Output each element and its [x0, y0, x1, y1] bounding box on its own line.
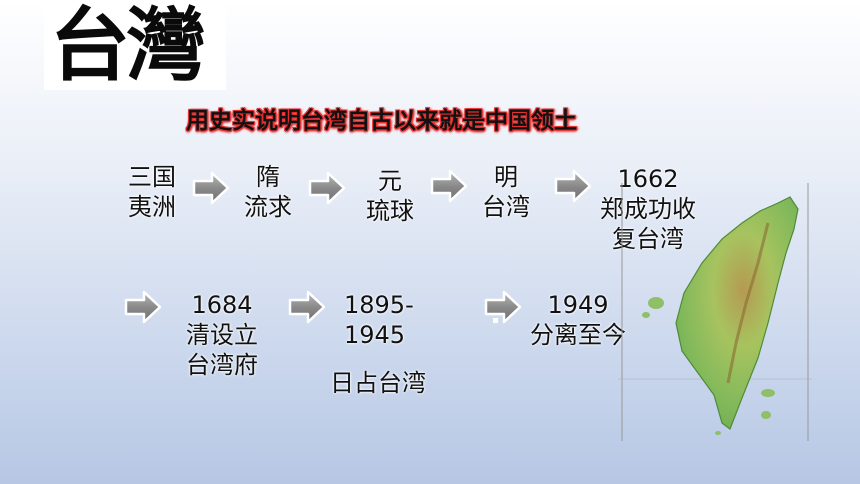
right-arrow-icon	[430, 169, 468, 203]
title-background	[44, 4, 226, 90]
timeline-item-sanguo: 三国 夷洲	[128, 162, 176, 222]
timeline-item-year: 1895-	[344, 291, 414, 319]
right-arrow-icon	[192, 171, 230, 205]
right-arrow-icon	[554, 169, 592, 203]
timeline-item-1949: 1949 分离至今	[530, 290, 626, 350]
decorative-dot	[493, 318, 498, 323]
timeline-item-year: 1662	[617, 165, 679, 193]
timeline-item-name: 清设立	[186, 321, 258, 349]
right-arrow-icon	[288, 290, 326, 324]
timeline-item-name: 分离至今	[530, 321, 626, 349]
timeline-item-year: 1684	[191, 291, 253, 319]
timeline-item-sui: 隋 流求	[244, 162, 292, 222]
timeline-item-year-end: 1945	[344, 321, 406, 349]
right-arrow-icon	[484, 290, 522, 324]
timeline-item-name: 流求	[244, 193, 292, 221]
timeline-item-name: 夷洲	[128, 193, 176, 221]
timeline-item-1662: 1662 郑成功收 复台湾	[600, 164, 696, 254]
timeline-item-ming: 明 台湾	[482, 162, 530, 222]
timeline-item-name: 琉球	[366, 197, 414, 225]
right-arrow-icon	[308, 171, 346, 205]
timeline-item-name: 台湾府	[186, 351, 258, 379]
timeline-item-name: 复台湾	[612, 225, 684, 253]
timeline-item-yuan: 元 琉球	[366, 166, 414, 226]
page-title: 台灣	[50, 0, 206, 92]
timeline-item-era: 明	[494, 163, 518, 191]
timeline-item-name: 郑成功收	[600, 195, 696, 223]
page-subtitle: 用史实说明台湾自古以来就是中国领土	[186, 108, 577, 134]
right-arrow-icon	[124, 290, 162, 324]
timeline-item-year: 1949	[547, 291, 609, 319]
timeline-item-1895: 1895- 1945	[344, 290, 414, 350]
timeline-item-name: 台湾	[482, 193, 530, 221]
timeline-item-era: 元	[378, 167, 402, 195]
timeline-item-1684: 1684 清设立 台湾府	[186, 290, 258, 380]
timeline-item-era: 隋	[256, 163, 280, 191]
timeline-item-era: 三国	[128, 163, 176, 191]
timeline-item-japanese-rule: 日占台湾	[330, 369, 426, 397]
taiwan-map-image	[618, 183, 812, 441]
